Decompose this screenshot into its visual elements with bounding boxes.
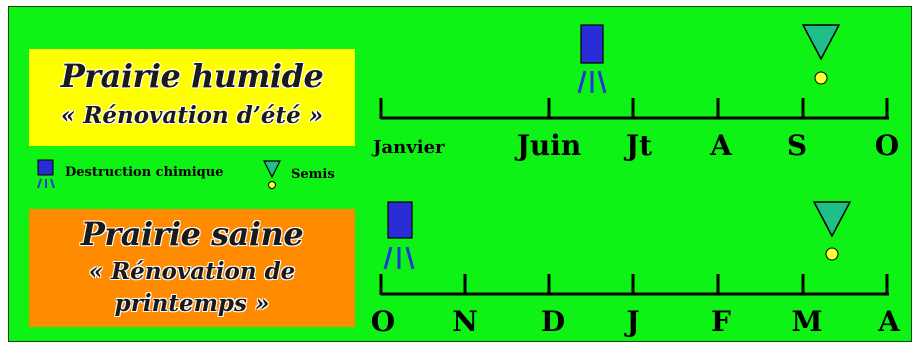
summer-seed-icon — [801, 24, 841, 85]
spring-month-label: D — [541, 305, 565, 338]
summer-month-label: O — [875, 129, 899, 162]
legend-seed-icon — [263, 160, 281, 189]
summer-title: Prairie humide — [60, 57, 324, 95]
summer-timeline: Janvier Juin Jt A S O — [371, 24, 899, 162]
summer-month-label: S — [787, 129, 807, 162]
summer-subtitle: « Rénovation d’été » — [60, 102, 324, 129]
spring-subtitle-line1: « Rénovation de — [88, 258, 296, 285]
spring-month-label: N — [452, 305, 478, 338]
spring-month-label: A — [877, 305, 901, 338]
summer-renovation-box: Prairie humide « Rénovation d’été » — [29, 49, 355, 146]
summer-month-label: Jt — [623, 129, 652, 162]
spring-renovation-box: Prairie saine « Rénovation de printemps … — [29, 209, 355, 327]
summer-month-label: A — [709, 129, 733, 162]
spring-seed-icon — [812, 201, 852, 261]
spring-month-label: F — [711, 305, 731, 338]
spring-month-label: J — [623, 305, 639, 338]
spring-sprayer-icon — [383, 201, 415, 270]
summer-month-label: Janvier — [371, 137, 445, 158]
legend-semis-label: Semis — [291, 167, 335, 182]
spring-subtitle-line2: printemps » — [114, 290, 270, 317]
legend-sprayer-icon — [37, 159, 55, 189]
spring-month-label: O — [371, 305, 395, 338]
spring-month-label: M — [792, 305, 823, 338]
summer-sprayer-icon — [577, 24, 607, 94]
spring-timeline: O N D J F M A — [371, 201, 901, 338]
green-panel: Prairie humide « Rénovation d’été » Prai… — [8, 6, 912, 342]
timelines: Janvier Juin Jt A S O — [371, 24, 901, 338]
spring-title: Prairie saine — [80, 215, 304, 253]
legend-destruction-label: Destruction chimique — [65, 165, 224, 180]
summer-month-label: Juin — [514, 129, 582, 162]
